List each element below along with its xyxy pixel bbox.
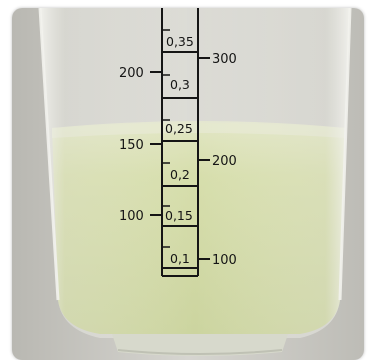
left-label-200: 200	[119, 66, 144, 81]
measuring-cup-photo: 0,35 0,3 0,25 0,2 0,15 0,1 200 150 100 3…	[12, 8, 364, 360]
measuring-cup-illustration: 0,35 0,3 0,25 0,2 0,15 0,1 200 150 100 3…	[12, 8, 364, 360]
right-label-200: 200	[212, 154, 237, 169]
scale-label-0-2: 0,2	[170, 167, 190, 182]
scale-label-0-25: 0,25	[165, 121, 193, 136]
right-label-300: 300	[212, 52, 237, 67]
left-label-100: 100	[119, 209, 144, 224]
scale-label-0-3: 0,3	[170, 77, 190, 92]
cup-base	[112, 334, 288, 356]
scale-label-0-35: 0,35	[166, 34, 194, 49]
scale-label-0-1: 0,1	[170, 251, 190, 266]
left-label-150: 150	[119, 138, 144, 153]
cup-glass-highlight	[40, 8, 350, 338]
right-label-100: 100	[212, 253, 237, 268]
scale-label-0-15: 0,15	[165, 208, 193, 223]
measurement-scale	[150, 8, 210, 277]
